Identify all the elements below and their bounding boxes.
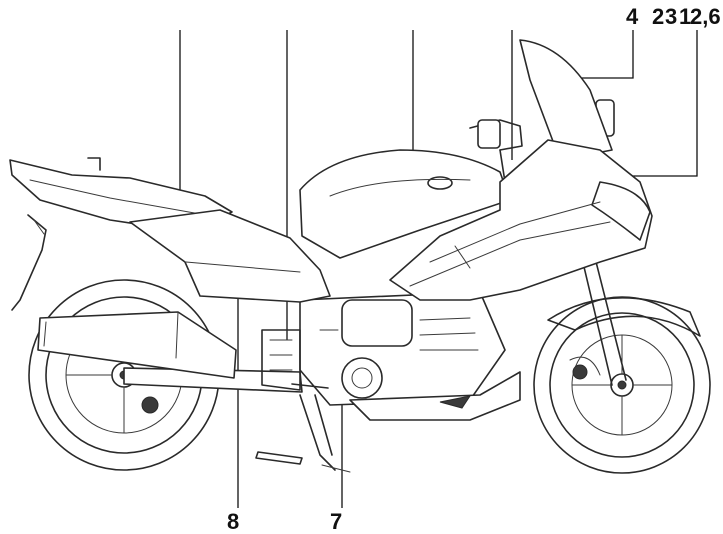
callout-label-2: 2 [652, 4, 665, 29]
exhaust-muffler [37, 311, 237, 379]
under-cowl [349, 371, 521, 421]
callout-label-3: 3 [665, 4, 678, 29]
front-wheel [533, 296, 711, 474]
callout-label-7: 7 [330, 509, 343, 534]
seat-and-tail [9, 157, 233, 311]
front-fairing [389, 139, 653, 301]
front-caliper [572, 364, 588, 380]
front-fork [569, 245, 627, 386]
callout-label-1: 1 [679, 4, 692, 29]
swingarm [123, 367, 303, 393]
center-stand [255, 394, 351, 473]
side-cover [129, 209, 331, 303]
footpeg [291, 383, 329, 389]
engine [261, 291, 506, 406]
rear-caliper [141, 396, 159, 414]
front-fender [547, 296, 701, 337]
leader-line-5 [572, 30, 634, 79]
fuel-tank [299, 149, 511, 259]
callout-label-2-6: 2,6 [690, 4, 721, 29]
callout-label-8: 8 [227, 509, 240, 534]
callout-label-4: 4 [626, 4, 639, 29]
